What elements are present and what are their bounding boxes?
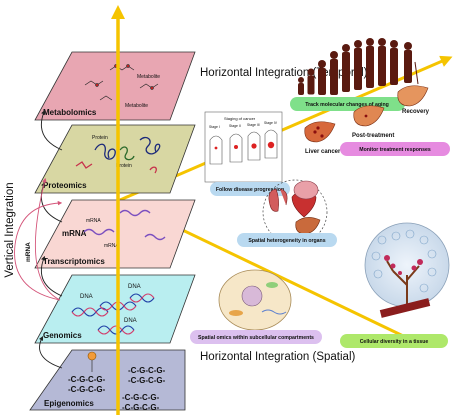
organ-circle bbox=[262, 179, 328, 245]
progression-text: Follow disease progression bbox=[216, 187, 284, 193]
mrna-label: mRNA bbox=[104, 243, 119, 249]
transcriptomics-plane bbox=[34, 199, 196, 269]
brain-icon bbox=[293, 180, 319, 200]
protein-label: Protein bbox=[116, 163, 132, 169]
liver-icon bbox=[397, 85, 429, 107]
stage-label: Stage I bbox=[209, 125, 220, 129]
transcriptomics-layer: Transcriptomics mRNA mRNA mRNA bbox=[34, 199, 196, 269]
cgcg-text: -C-G-C-G- bbox=[128, 366, 166, 375]
proteomics-layer: Proteomics Protein Protein bbox=[34, 124, 196, 194]
tissue-text: Cellular diversity in a tissue bbox=[360, 339, 429, 345]
genomics-label: Genomics bbox=[43, 331, 82, 340]
subcellular-pill: Spatial omics within subcellular compart… bbox=[190, 330, 322, 344]
spatial-axis-label: Horizontal Integration (Spatial) bbox=[200, 351, 355, 363]
metabolomics-label: Metabolomics bbox=[43, 108, 97, 117]
recovery-label: Recovery bbox=[402, 109, 430, 115]
vertical-axis-label: Vertical Integration bbox=[4, 182, 16, 277]
liver-icon bbox=[304, 121, 336, 143]
stage-label: Stage III bbox=[247, 123, 260, 127]
post-treatment-label: Post-treatment bbox=[352, 133, 394, 139]
genomics-layer: Genomics DNA DNA DNA bbox=[34, 274, 196, 344]
heterogeneity-pill: Spatial heterogeneity in organs bbox=[237, 233, 337, 247]
cancer-staging-panel: Staging of cancer Stage I Stage II Stage… bbox=[204, 111, 283, 183]
organ-icons bbox=[262, 179, 328, 245]
layer-connectors bbox=[14, 109, 63, 369]
dna-label: DNA bbox=[128, 284, 141, 290]
aging-pill: Track molecular changes of aging bbox=[290, 97, 405, 111]
aging-silhouettes bbox=[298, 38, 419, 95]
tissue-icon bbox=[364, 222, 450, 308]
methyl-icon bbox=[87, 351, 97, 361]
cgcg-text: -C-G-C-G- bbox=[68, 375, 106, 384]
treatment-text: Monitor treatment responses bbox=[359, 147, 431, 153]
epigenomics-layer: Epigenomics -C-G-C-G- -C-G-C-G- -C-G-C-G… bbox=[29, 349, 186, 412]
lungs-icon bbox=[268, 188, 288, 212]
metabolomics-plane bbox=[34, 51, 196, 121]
mirna-side-label: mRNA bbox=[25, 242, 32, 262]
mrna-layer-label: mRNA bbox=[62, 229, 87, 238]
metabolite-label: Metabolite bbox=[137, 74, 160, 80]
liver-icon bbox=[353, 105, 385, 127]
staging-title: Staging of cancer bbox=[224, 116, 256, 121]
cell-icon bbox=[218, 269, 292, 331]
protein-structure-icon bbox=[75, 136, 161, 174]
transcriptomics-label: Transcriptomics bbox=[43, 257, 105, 266]
cgcg-text: -C-G-C-G- bbox=[122, 403, 160, 412]
liver-cancer-label: Liver cancer bbox=[305, 149, 341, 155]
liver-icon bbox=[295, 217, 321, 235]
epigenomics-plane bbox=[29, 349, 186, 411]
protein-label: Protein bbox=[92, 135, 108, 141]
heterogeneity-text: Spatial heterogeneity in organs bbox=[248, 238, 325, 244]
aging-text: Track molecular changes of aging bbox=[305, 102, 389, 108]
subcellular-text: Spatial omics within subcellular compart… bbox=[198, 335, 314, 341]
proteomics-plane bbox=[34, 124, 196, 194]
cgcg-text: -C-G-C-G- bbox=[122, 393, 160, 402]
stage-label: Stage IV bbox=[264, 121, 278, 125]
mrna-strand-icon bbox=[83, 209, 166, 241]
tissue-bar bbox=[379, 298, 431, 318]
stage-label: Stage II bbox=[229, 124, 241, 128]
cgcg-text: -C-G-C-G- bbox=[68, 385, 106, 394]
cgcg-text: -C-G-C-G- bbox=[128, 376, 166, 385]
epigenomics-label: Epigenomics bbox=[44, 399, 94, 408]
dna-helix-icon bbox=[71, 293, 155, 335]
liver-icons bbox=[304, 85, 429, 143]
metabolite-label: Metabolite bbox=[125, 103, 148, 109]
tissue-pill: Cellular diversity in a tissue bbox=[340, 334, 448, 348]
mrna-label: mRNA bbox=[86, 218, 101, 224]
treatment-pill: Monitor treatment responses bbox=[340, 142, 450, 156]
dna-label: DNA bbox=[80, 294, 93, 300]
progression-pill: Follow disease progression bbox=[210, 182, 290, 196]
dna-label: DNA bbox=[124, 318, 137, 324]
metabolomics-layer: Metabolomics Metabolite Metabolite bbox=[34, 51, 196, 121]
proteomics-label: Proteomics bbox=[43, 181, 87, 190]
